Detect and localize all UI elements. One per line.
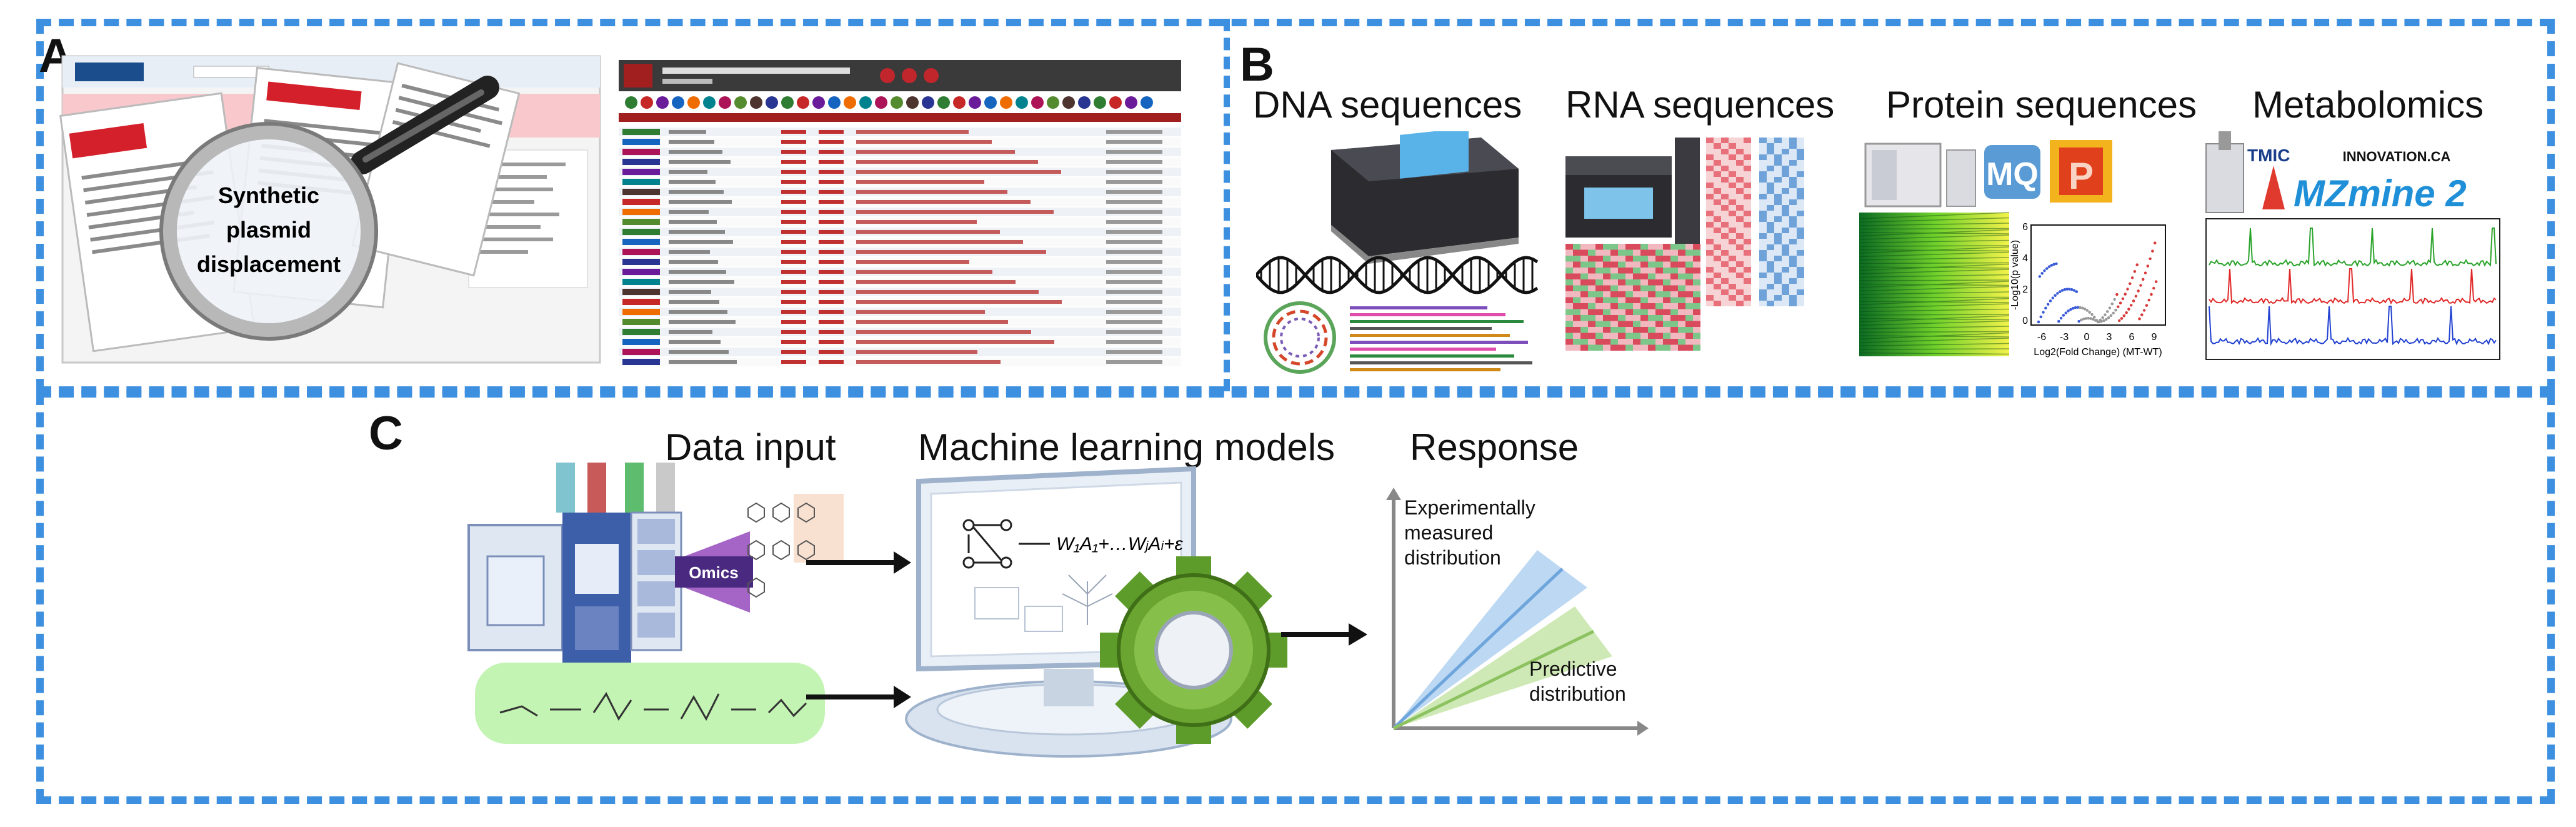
response-chart (1386, 488, 1649, 736)
svg-text:6: 6 (2129, 332, 2135, 343)
svg-text:2: 2 (2022, 284, 2028, 295)
omics-label: Omics (689, 563, 739, 582)
ml-model-illustration: W₁A₁+…WjAi+ε (905, 466, 1287, 758)
metabolomics-illustration: TMIC INNOVATION.CA MZmine 2 (2205, 131, 2500, 360)
ml-models-title: Machine learning models (918, 426, 1335, 468)
panel-divider (1224, 19, 1230, 391)
panel-b-letter: B (1240, 38, 1274, 91)
svg-text:3: 3 (2107, 332, 2112, 343)
svg-text:W₁A₁+…WjAi+ε: W₁A₁+…WjAi+ε (1056, 534, 1184, 554)
magnifier-text-3: displacement (197, 251, 341, 277)
rna-illustration (1565, 138, 1804, 351)
data-input-title: Data input (665, 426, 836, 468)
maxquant-logo: MQ (1986, 156, 2039, 193)
ncbi-collage: Synthetic plasmid displacement (59, 55, 601, 364)
measured-label: Experimentally measured distribution (1404, 496, 1535, 569)
input-arrows (806, 551, 911, 708)
innovation-logo: INNOVATION.CA (2343, 149, 2451, 164)
dna-illustration (1256, 131, 1539, 374)
svg-text:0: 0 (2084, 332, 2090, 343)
magnifier-text-2: plasmid (226, 217, 311, 243)
svg-text:-6: -6 (2037, 332, 2046, 343)
volcano-xlabel: Log2(Fold Change) (MT-WT) (2034, 347, 2162, 358)
data-input-illustration: Omics (467, 463, 844, 744)
svg-text:0: 0 (2022, 316, 2028, 326)
rna-sequences-title: RNA sequences (1565, 84, 1835, 126)
predictive-label: Predictive distribution (1529, 658, 1626, 705)
response-title: Response (1410, 426, 1579, 468)
perseus-logo: P (2069, 155, 2094, 197)
protein-illustration: MQ P Log2(Fold Change) (MT-WT) -Log10(p … (1859, 140, 2166, 358)
svg-text:6: 6 (2022, 222, 2028, 233)
panel-c-frame (36, 390, 2555, 804)
svg-text:4: 4 (2022, 253, 2028, 264)
antismash-table (619, 60, 1181, 373)
response-arrow (1281, 623, 1367, 646)
mzmine-logo: MZmine 2 (2294, 173, 2467, 214)
svg-text:-3: -3 (2060, 332, 2069, 343)
volcano-ylabel: -Log10(p value) (2010, 240, 2020, 310)
dna-sequences-title: DNA sequences (1253, 84, 1522, 126)
protein-sequences-title: Protein sequences (1886, 84, 2197, 126)
svg-text:9: 9 (2152, 332, 2157, 343)
panel-c-letter: C (369, 407, 403, 460)
magnifier-text-1: Synthetic (218, 183, 319, 208)
tmic-logo: TMIC (2247, 146, 2290, 165)
metabolomics-title: Metabolomics (2252, 84, 2484, 126)
